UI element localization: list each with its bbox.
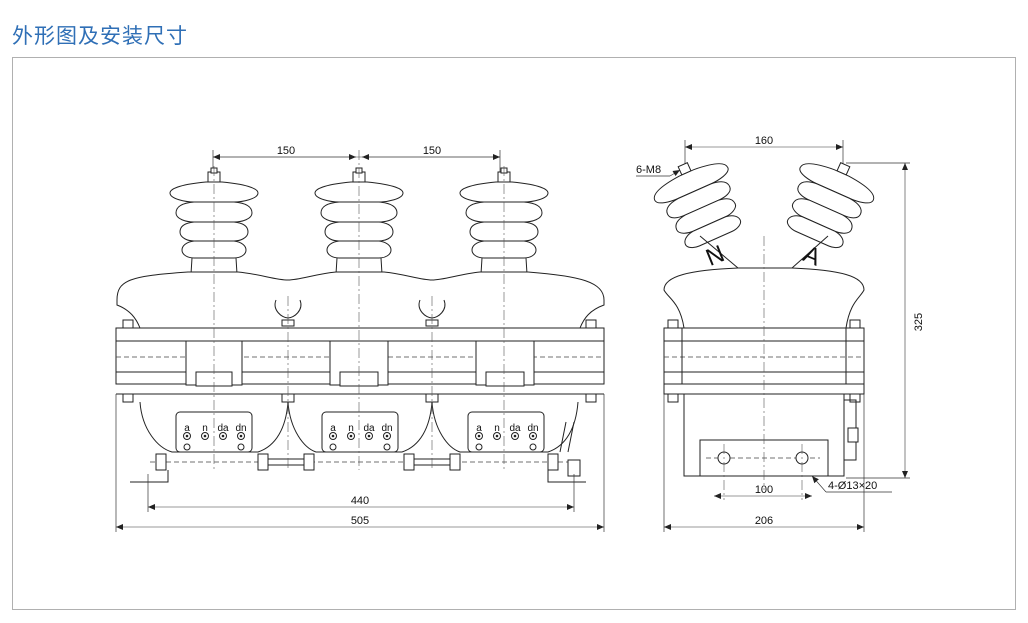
terminal-label: a [476, 423, 482, 434]
terminal-label: dn [381, 423, 392, 434]
terminal-label: a [184, 423, 190, 434]
terminal-label: dn [527, 423, 538, 434]
front-view [115, 150, 605, 532]
terminal-label: da [509, 423, 521, 434]
terminal-label: n [494, 423, 500, 434]
dim-side-bottom-inner: 100 [755, 484, 773, 496]
terminal-label: n [348, 423, 354, 434]
dim-side-top: 160 [755, 135, 773, 147]
side-view [636, 140, 910, 532]
dim-front-overall-width: 505 [351, 515, 369, 527]
phase-label-n: N [702, 240, 728, 272]
bolt-callout: 6-M8 [636, 164, 661, 176]
terminal-label: da [363, 423, 375, 434]
drawing-frame [12, 57, 1016, 610]
terminal-label: a [330, 423, 336, 434]
dim-side-height: 325 [913, 313, 925, 331]
dim-front-top-left: 150 [277, 145, 295, 157]
terminal-label: n [202, 423, 208, 434]
terminal-label: da [217, 423, 229, 434]
dim-front-top-right: 150 [423, 145, 441, 157]
phase-label-a: A [799, 241, 824, 272]
hole-callout: 4-Ø13×20 [828, 480, 877, 492]
dim-side-overall-width: 206 [755, 515, 773, 527]
dim-front-inner-width: 440 [351, 495, 369, 507]
page-title: 外形图及安装尺寸 [12, 24, 188, 48]
terminal-label: dn [235, 423, 246, 434]
